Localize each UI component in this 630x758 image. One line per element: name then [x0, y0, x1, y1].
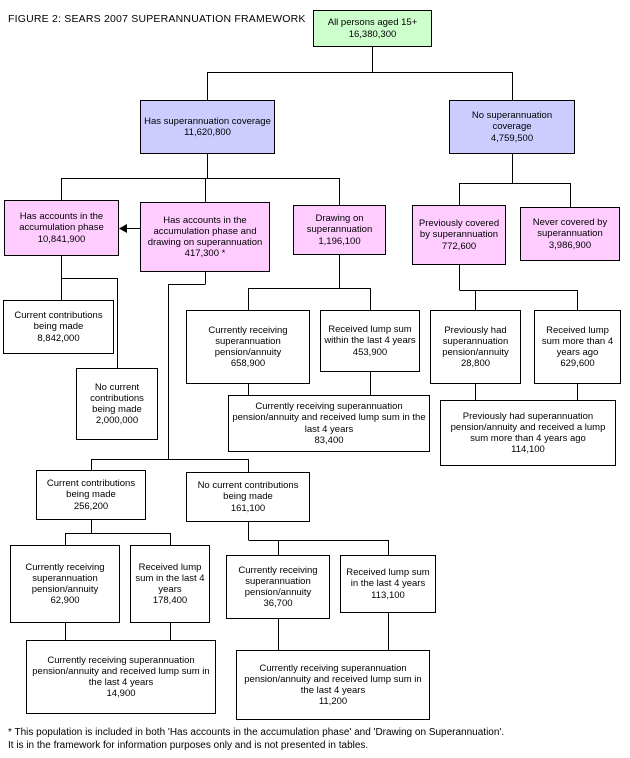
- node-label: No superannuation coverage: [471, 110, 553, 133]
- node-label: Currently receiving superannuation pensi…: [244, 662, 422, 696]
- node-pension-and-lump-previous: Previously had superannuation pension/an…: [440, 400, 616, 466]
- node-label: Previously covered by superannuation: [418, 218, 500, 241]
- node-no-superannuation-coverage: No superannuation coverage 4,759,500: [449, 100, 575, 154]
- footnote-line-2: It is in the framework for information p…: [8, 740, 369, 751]
- node-pension-and-lump-drawing: Currently receiving superannuation pensi…: [228, 395, 430, 452]
- node-never-covered: Never covered by superannuation 3,986,90…: [520, 207, 620, 261]
- node-label: Drawing on superannuation: [306, 213, 373, 236]
- node-value: 83,400: [314, 434, 344, 446]
- node-value: 417,300 *: [184, 248, 226, 260]
- node-accounts-accumulation-phase: Has accounts in the accumulation phase 1…: [4, 200, 119, 256]
- figure-title: FIGURE 2: SEARS 2007 SUPERANNUATION FRAM…: [8, 13, 306, 25]
- node-label: Never covered by superannuation: [532, 217, 608, 240]
- node-label: No current contributions being made: [197, 480, 299, 503]
- node-label: Currently receiving superannuation pensi…: [232, 401, 426, 435]
- node-label: Current contributions being made: [46, 478, 136, 501]
- node-value: 14,900: [106, 688, 136, 700]
- node-value: 114,100: [511, 444, 545, 456]
- node-value: 3,986,900: [548, 239, 592, 251]
- node-label: Previously had superannuation pension/an…: [450, 410, 606, 444]
- node-value: 10,841,900: [37, 233, 86, 245]
- node-value: 453,900: [352, 346, 388, 358]
- node-value: 8,842,000: [37, 332, 80, 344]
- node-value: 11,200: [318, 696, 348, 708]
- node-label: No current contributions being made: [90, 381, 144, 415]
- node-no-current-contributions-accum: No current contributions being made 2,00…: [76, 368, 158, 440]
- node-value: 178,400: [152, 595, 188, 607]
- footnote: * This population is included in both 'H…: [8, 726, 624, 752]
- node-receiving-pension-nocurrent: Currently receiving superannuation pensi…: [226, 555, 330, 619]
- node-value: 113,100: [371, 589, 405, 601]
- node-has-superannuation-coverage: Has superannuation coverage 11,620,800: [140, 100, 275, 154]
- node-lump-sum-current: Received lump sum in the last 4 years 17…: [130, 545, 210, 623]
- node-label: Received lump sum in the last 4 years: [346, 567, 430, 590]
- node-lump-sum-nocurrent: Received lump sum in the last 4 years 11…: [340, 555, 436, 613]
- footnote-line-1: * This population is included in both 'H…: [8, 727, 505, 738]
- node-label: Currently receiving superannuation pensi…: [25, 561, 105, 595]
- node-label: Received lump sum in the last 4 years: [135, 561, 205, 595]
- node-label: Has superannuation coverage: [144, 115, 271, 127]
- node-pension-and-lump-current: Currently receiving superannuation pensi…: [26, 640, 216, 714]
- node-label: Has accounts in the accumulation phase: [19, 211, 104, 234]
- node-label: Currently receiving superannuation pensi…: [208, 324, 288, 358]
- node-all-persons-aged-15plus: All persons aged 15+ 16,380,300: [313, 10, 432, 47]
- node-label: Currently receiving superannuation pensi…: [32, 654, 210, 688]
- node-accumulation-and-drawing: Has accounts in the accumulation phase a…: [140, 202, 270, 272]
- node-lump-sum-more-4-years: Received lump sum more than 4 years ago …: [534, 310, 621, 384]
- node-value: 256,200: [73, 500, 109, 512]
- node-value: 772,600: [441, 240, 477, 252]
- node-value: 658,900: [230, 358, 266, 370]
- node-value: 1,196,100: [318, 235, 361, 247]
- node-label: Currently receiving superannuation pensi…: [238, 564, 318, 598]
- node-label: Current contributions being made: [14, 310, 103, 333]
- node-value: 161,100: [230, 502, 266, 514]
- node-value: 36,700: [263, 598, 293, 610]
- node-current-contributions-both: Current contributions being made 256,200: [36, 470, 146, 520]
- node-value: 11,620,800: [184, 127, 231, 138]
- node-value: 28,800: [460, 358, 491, 370]
- node-pension-and-lump-nocurrent: Currently receiving superannuation pensi…: [236, 650, 430, 720]
- node-receiving-pension-drawing: Currently receiving superannuation pensi…: [186, 310, 310, 384]
- node-value: 62,900: [50, 595, 80, 607]
- node-label: All persons aged 15+: [327, 17, 418, 29]
- node-label: Received lump sum more than 4 years ago: [541, 324, 614, 358]
- node-drawing-on-superannuation: Drawing on superannuation 1,196,100: [293, 205, 386, 255]
- node-current-contributions-accum: Current contributions being made 8,842,0…: [3, 300, 114, 354]
- node-value: 629,600: [560, 358, 595, 370]
- node-previously-had-pension: Previously had superannuation pension/an…: [430, 310, 521, 384]
- node-value: 2,000,000: [95, 415, 139, 427]
- overlap-left-arrow-icon: [119, 224, 140, 233]
- node-value: 4,759,500: [490, 132, 534, 144]
- node-label: Previously had superannuation pension/an…: [442, 324, 509, 358]
- node-label: Has accounts in the accumulation phase a…: [147, 214, 263, 248]
- node-lump-sum-within-4-years: Received lump sum within the last 4 year…: [320, 310, 420, 372]
- node-no-current-contributions-both: No current contributions being made 161,…: [186, 472, 310, 522]
- node-previously-covered: Previously covered by superannuation 772…: [412, 205, 506, 265]
- node-receiving-pension-current: Currently receiving superannuation pensi…: [10, 545, 120, 623]
- node-value: 16,380,300: [348, 28, 397, 40]
- node-label: Received lump sum within the last 4 year…: [324, 324, 416, 347]
